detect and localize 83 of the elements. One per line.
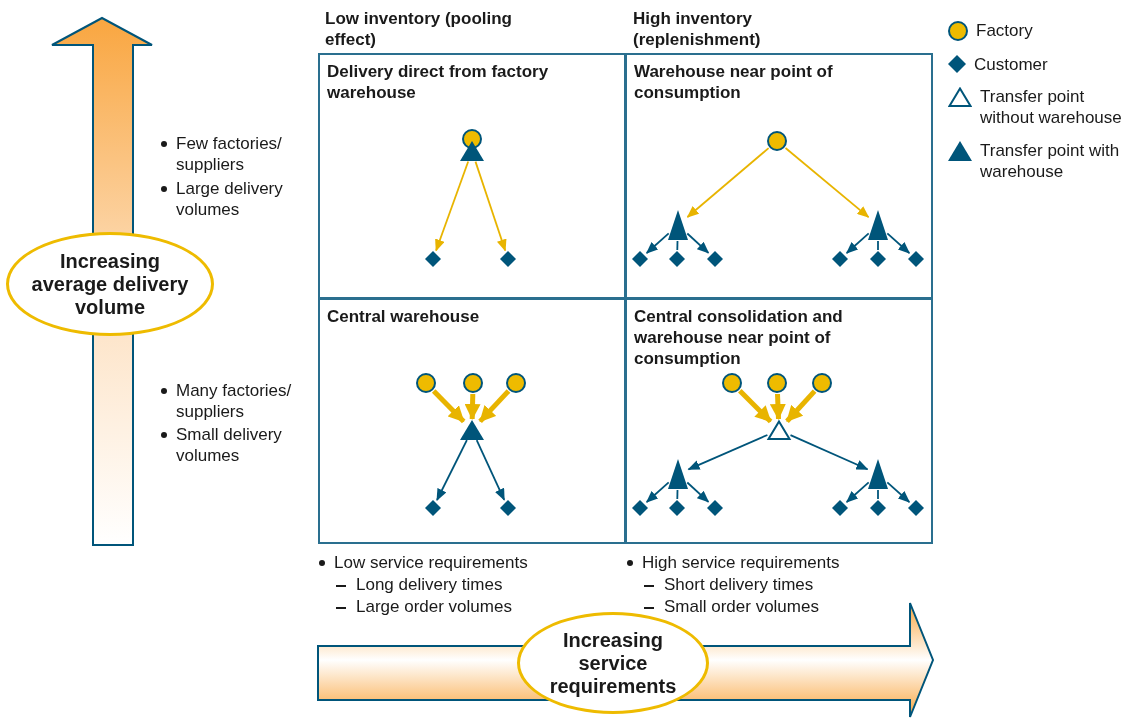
legend-text: Customer (974, 54, 1049, 75)
arrow (436, 439, 468, 501)
quadrant-title: Central warehouse (327, 306, 481, 327)
bullet-text: Long delivery times (356, 574, 504, 595)
arrow (784, 147, 870, 218)
legend-text: Transfer point with warehouse (980, 140, 1121, 182)
connector-line (676, 489, 679, 500)
quadrant-title: Delivery direct from factory warehouse (327, 61, 550, 103)
bullet-text: Many factories/ suppliers (176, 380, 293, 422)
bullet-text: Large order volumes (356, 596, 513, 617)
warehouse-triangle (868, 210, 888, 240)
factory-circle (462, 129, 482, 149)
customer-diamond (500, 251, 516, 267)
factory-circle (767, 131, 787, 151)
customer-diamond (870, 500, 886, 516)
arrow (475, 439, 506, 501)
warehouse-triangle (668, 459, 688, 489)
arrow (464, 393, 481, 420)
warehouse-triangle (460, 141, 484, 161)
customer-diamond (425, 500, 441, 516)
arrow (886, 232, 911, 254)
quadrant-box (625, 298, 933, 544)
customer-diamond (832, 500, 848, 516)
ellipse-text: Increasing average delivery volume (30, 249, 190, 319)
customer-diamond (632, 500, 648, 516)
bullet-text: Low service requirements (334, 552, 529, 573)
arrow (431, 389, 466, 424)
customer-diamond (908, 251, 924, 267)
quadrant-title: Warehouse near point of consumption (634, 61, 834, 103)
connector-line (877, 489, 879, 500)
customer-diamond (707, 500, 723, 516)
arrow (789, 434, 869, 471)
arrow (845, 232, 870, 254)
customer-diamond (832, 251, 848, 267)
warehouse-triangle (868, 459, 888, 489)
bullet-text: Short delivery times (664, 574, 815, 595)
bullet-text: Few factories/ suppliers (176, 133, 283, 175)
factory-circle (722, 373, 742, 393)
factory-circle (506, 373, 526, 393)
ellipse-text: Increasing service requirements (548, 628, 678, 698)
bullet-text: High service requirements (642, 552, 841, 573)
customer-diamond (425, 251, 441, 267)
quadrant-box (625, 53, 933, 299)
customer-diamond (669, 251, 685, 267)
arrow (686, 232, 710, 254)
legend-text: Factory (976, 20, 1034, 41)
transfer-triangle (767, 420, 791, 440)
factory-circle (416, 373, 436, 393)
factory-circle (812, 373, 832, 393)
arrow (785, 389, 817, 423)
customer-diamond (669, 500, 685, 516)
bullet-text: Large delivery volumes (176, 178, 284, 220)
connector-line (877, 240, 879, 251)
connector-line (676, 240, 679, 251)
quadrant-box (318, 53, 626, 299)
factory-circle (463, 373, 483, 393)
quadrant-box (318, 298, 626, 544)
arrow (478, 389, 511, 424)
bullet-text: Small order volumes (664, 596, 820, 617)
customer-diamond (707, 251, 723, 267)
customer-diamond (908, 500, 924, 516)
column-header: Low inventory (pooling effect) (325, 8, 513, 50)
arrow (474, 160, 507, 252)
arrow (435, 160, 470, 252)
customer-diamond (500, 500, 516, 516)
arrow (845, 481, 870, 503)
arrow (769, 393, 786, 420)
customer-diamond (632, 251, 648, 267)
arrow (645, 232, 670, 254)
arrow (686, 147, 770, 218)
legend-text: Transfer point without warehouse (980, 86, 1123, 128)
arrow (645, 481, 670, 503)
column-header: High inventory (replenishment) (633, 8, 762, 50)
warehouse-triangle (668, 210, 688, 240)
factory-circle (767, 373, 787, 393)
bullet-text: Small delivery volumes (176, 424, 283, 466)
customer-diamond (870, 251, 886, 267)
warehouse-triangle (460, 420, 484, 440)
arrow (687, 434, 769, 471)
arrow (738, 389, 773, 424)
arrow (886, 481, 911, 503)
arrow (686, 481, 710, 503)
quadrant-title: Central consolidation and warehouse near point of consumption (634, 306, 844, 369)
